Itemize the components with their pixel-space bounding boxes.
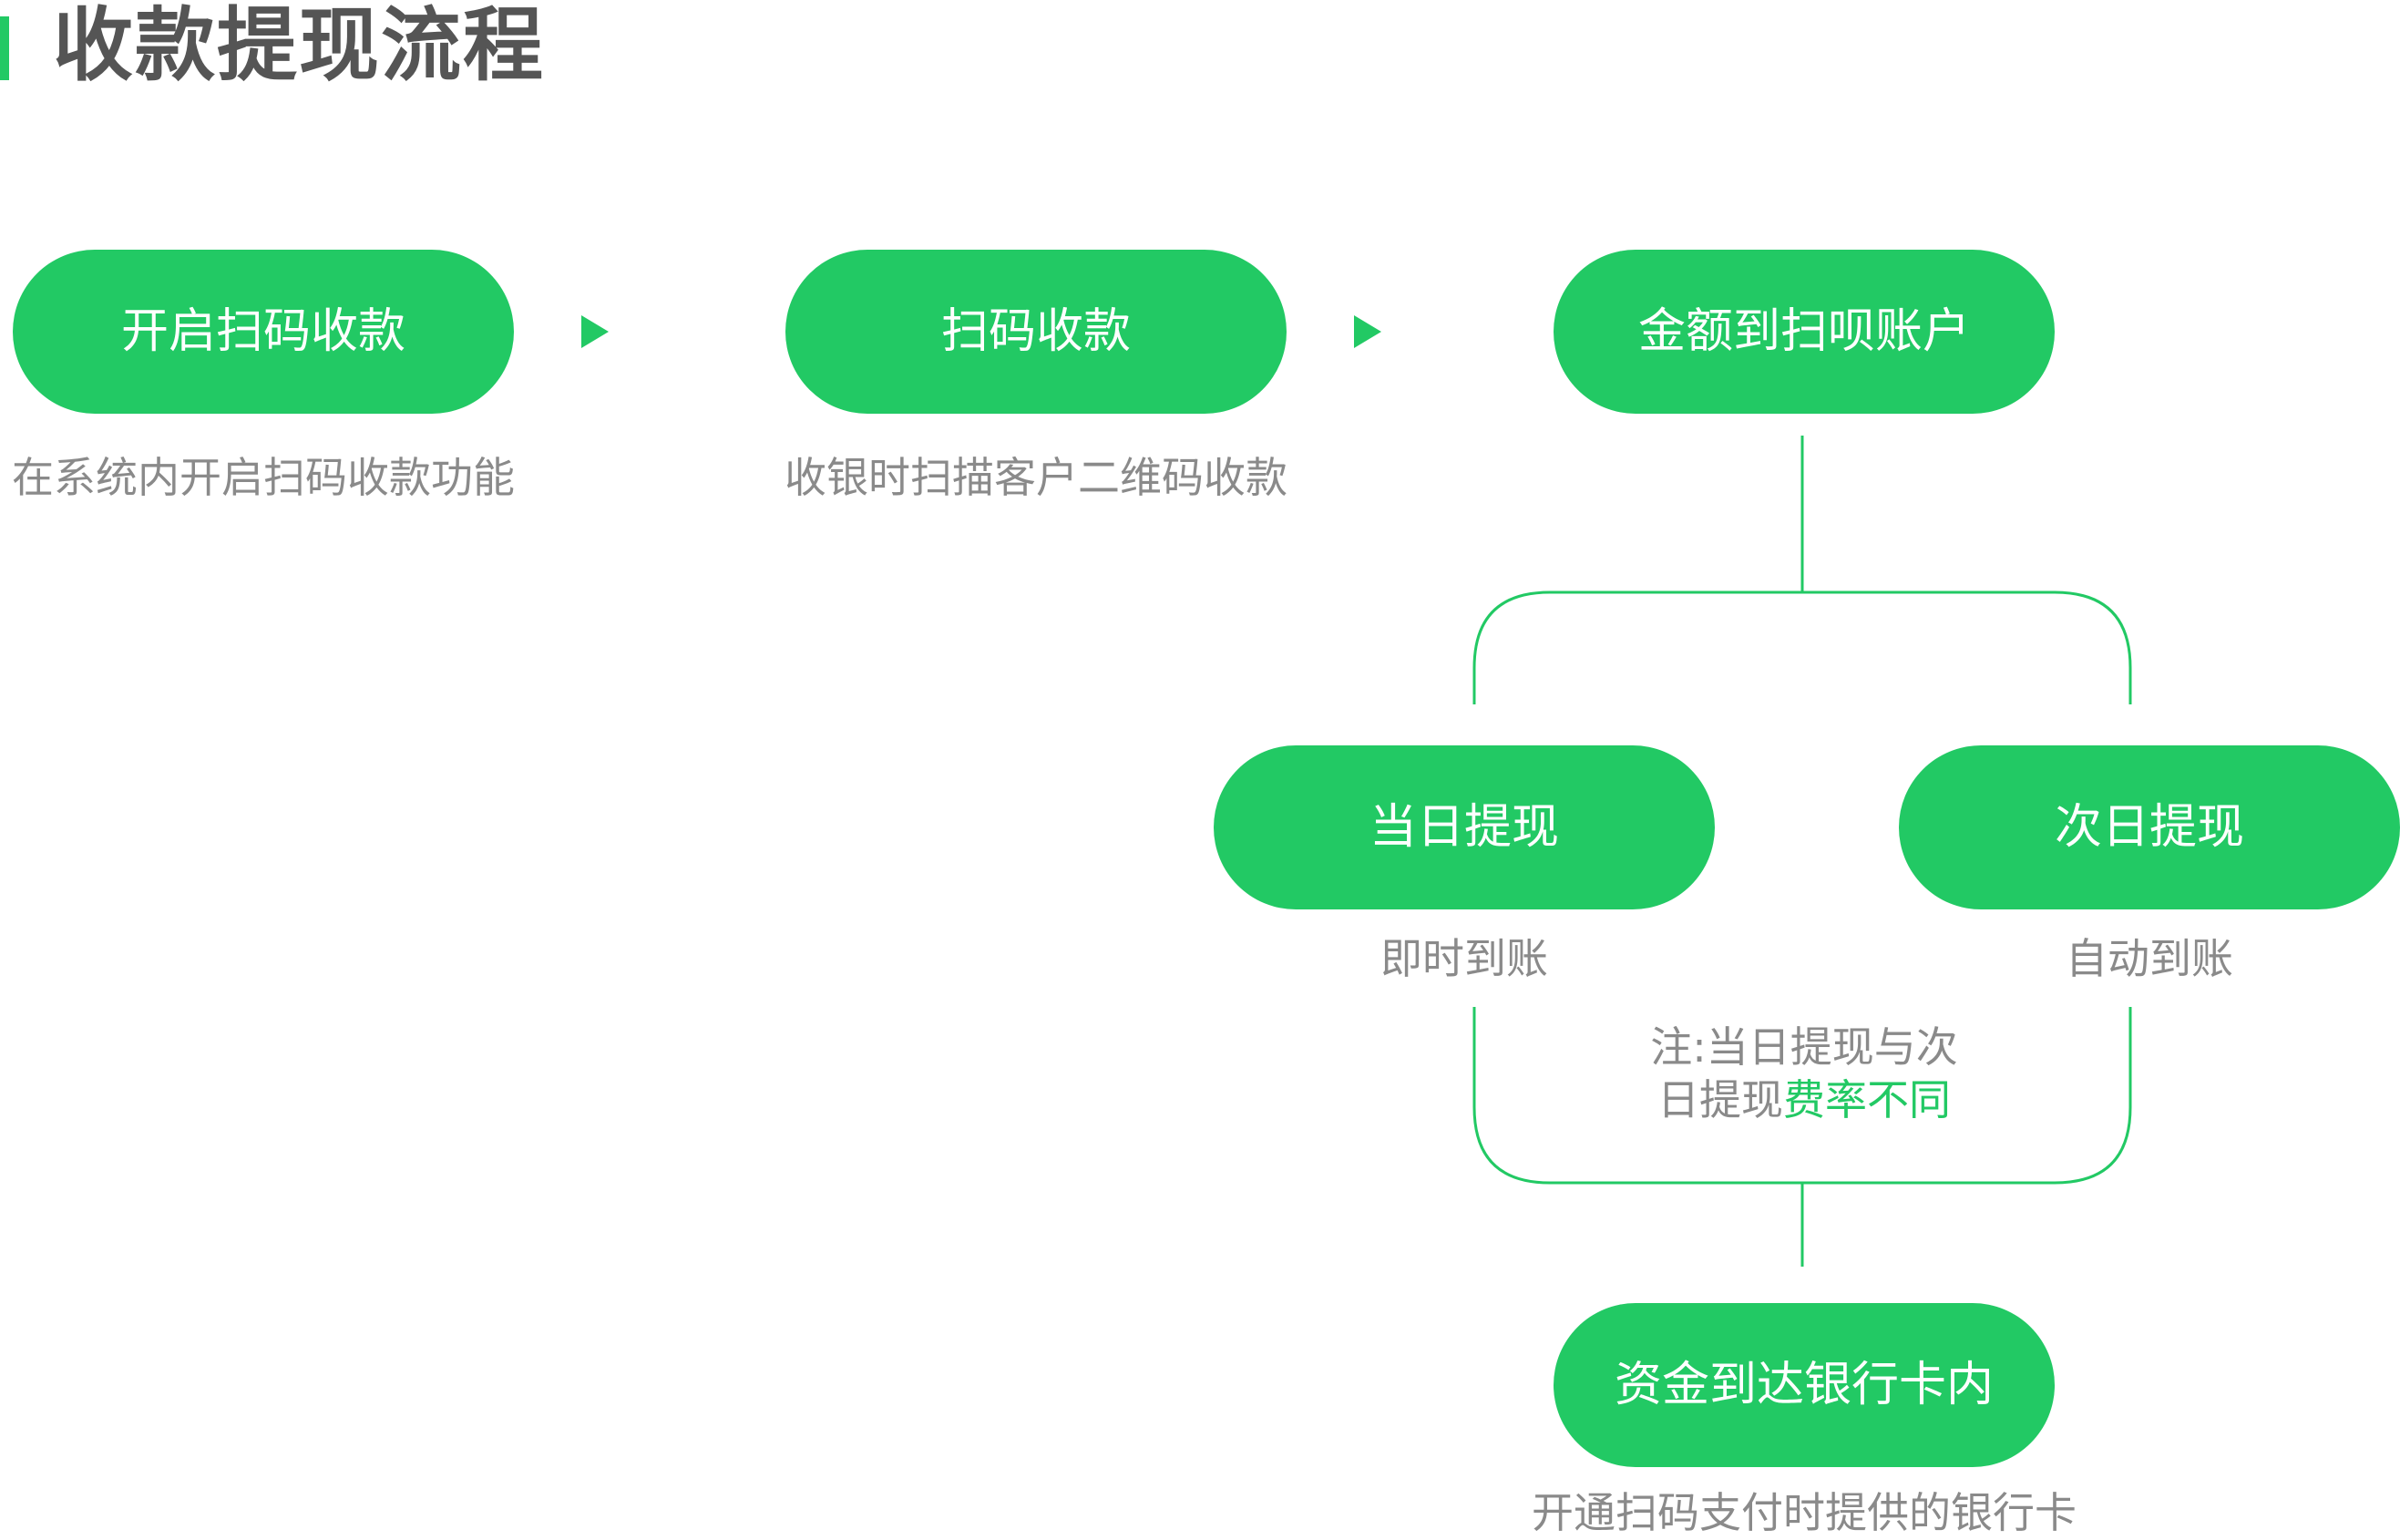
step-to-account-pill: 金额到扫呗账户	[1554, 250, 2055, 414]
step-enable-scan-desc: 在系统内开启扫码收款功能	[12, 453, 515, 502]
arrow-right-icon	[581, 315, 609, 348]
arrow-right-icon	[1354, 315, 1381, 348]
step-to-bank-desc: 开通扫码支付时提供的银行卡	[1532, 1488, 2077, 1537]
step-next-day-desc: 自动到账	[2066, 934, 2233, 983]
step-scan-collect-desc: 收银时扫描客户二维码收款	[785, 453, 1287, 502]
fee-note-highlight: 费率不同	[1783, 1075, 1951, 1124]
step-enable-scan-label: 开启扫码收款	[120, 304, 405, 359]
fee-note-line1: 注:当日提现与次	[1650, 1022, 1958, 1072]
step-next-day-label: 次日提现	[2054, 800, 2244, 855]
step-same-day-label: 当日提现	[1369, 800, 1559, 855]
step-scan-collect-label: 扫码收款	[940, 304, 1131, 359]
page-title: 收款提现流程	[53, 0, 546, 92]
step-scan-collect-pill: 扫码收款	[785, 250, 1287, 414]
title-accent-bar	[0, 16, 9, 80]
step-enable-scan-pill: 开启扫码收款	[13, 250, 514, 414]
step-to-bank-pill: 资金到达银行卡内	[1554, 1303, 2055, 1467]
step-next-day-pill: 次日提现	[1899, 745, 2400, 909]
fee-note-line2-prefix: 日提现	[1657, 1075, 1783, 1124]
fee-note: 注:当日提现与次 日提现费率不同	[1549, 1021, 2059, 1126]
step-same-day-pill: 当日提现	[1214, 745, 1715, 909]
step-to-bank-label: 资金到达银行卡内	[1614, 1358, 1994, 1412]
step-to-account-label: 金额到扫呗账户	[1637, 304, 1970, 359]
fee-note-line2: 日提现费率不同	[1549, 1073, 2059, 1126]
connector-upper-branch	[1472, 590, 2132, 704]
step-same-day-desc: 即时到账	[1380, 934, 1548, 983]
